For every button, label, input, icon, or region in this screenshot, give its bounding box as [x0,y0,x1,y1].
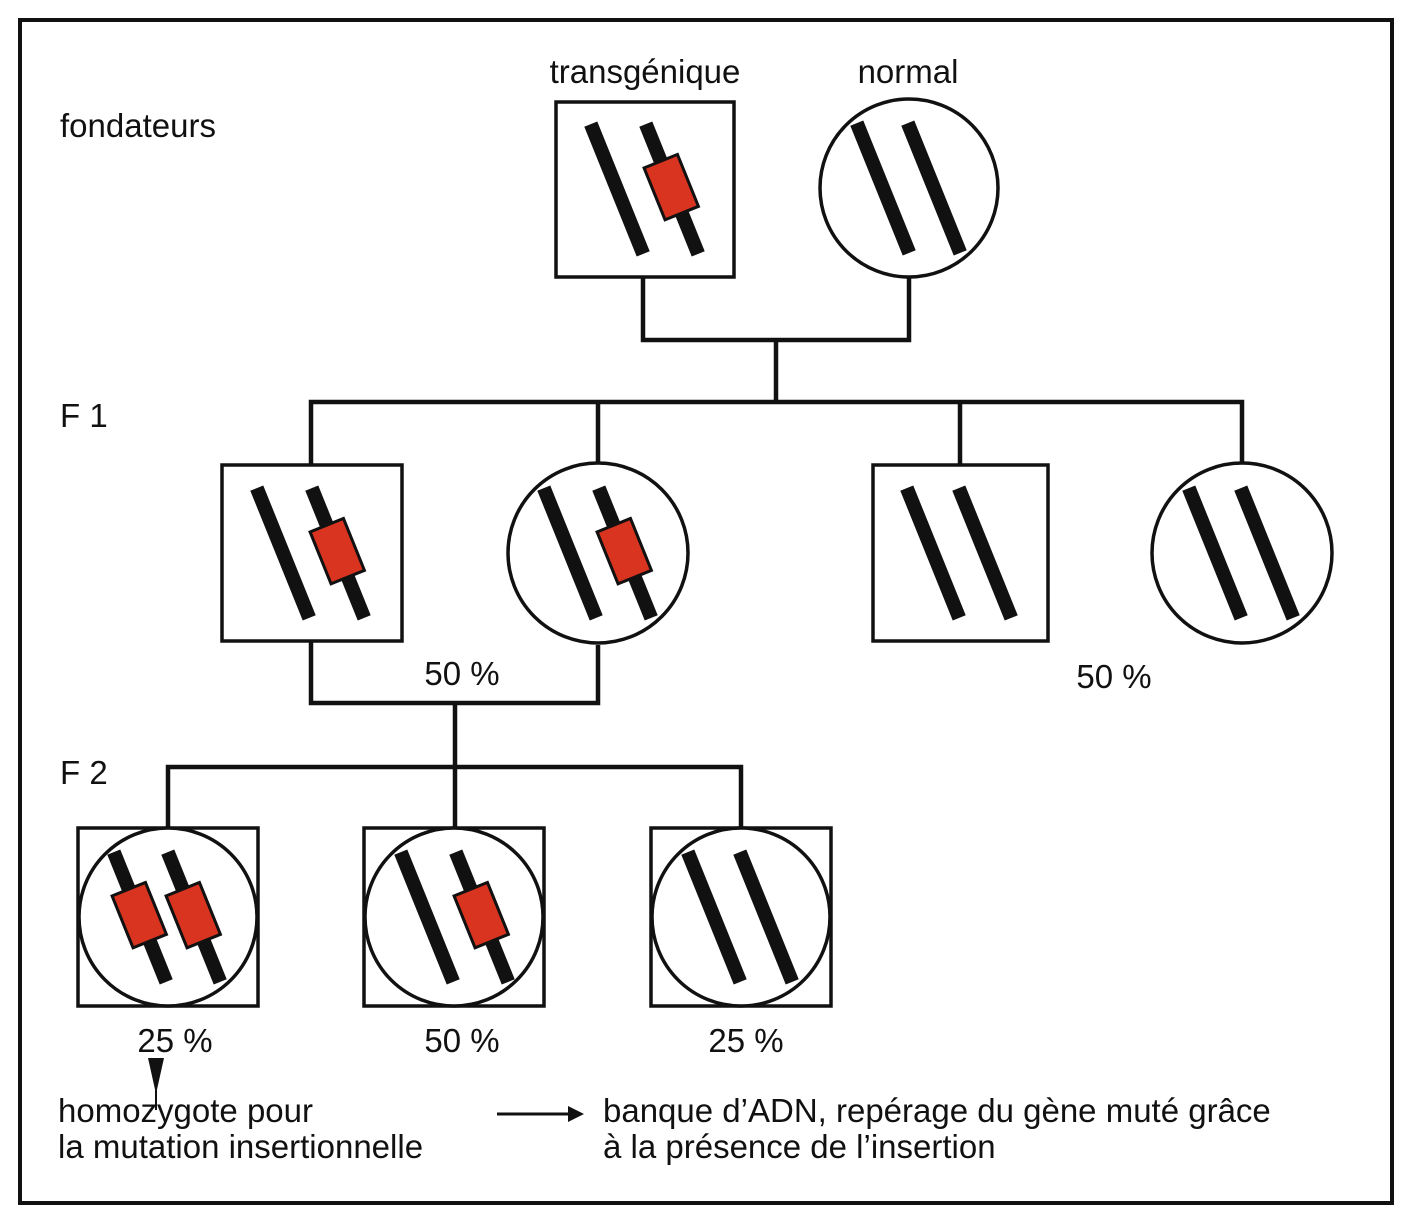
f1-normal-female [1150,461,1334,645]
f2-wildtype-percent: 25 % [708,1022,783,1059]
right-arrow-icon [497,1106,584,1122]
label-normal: normal [858,53,959,90]
f1-noncarrier-percent: 50 % [1076,658,1151,695]
label-fondateurs: fondateurs [60,107,216,144]
f2-homozygous-percent: 25 % [137,1022,212,1059]
note-result-line1: banque d’ADN, repérage du gène muté grâc… [603,1092,1271,1129]
down-arrow-icon [148,1058,164,1094]
f2-heterozygous [362,826,546,1008]
f1-carrier-female [506,461,690,645]
f1-normal-male [871,463,1050,643]
label-transgenic: transgénique [550,53,741,90]
note-homozygote-line1: homozygote pour [58,1092,313,1129]
f1-carrier-male [220,463,404,643]
founder-normal-female [818,97,1000,279]
f2-heterozygous-percent: 50 % [424,1022,499,1059]
f2-homozygous [76,826,260,1008]
label-f2: F 2 [60,754,108,791]
founder-transgenic-male [554,100,736,279]
note-homozygote-line2: la mutation insertionnelle [58,1128,423,1165]
f1-carrier-percent: 50 % [424,655,499,692]
note-result-line2: à la présence de l’insertion [603,1128,996,1165]
diagram-frame [18,18,1394,1205]
pedigree-lines [165,277,1245,828]
label-f1: F 1 [60,397,108,434]
f2-wildtype [649,826,833,1008]
